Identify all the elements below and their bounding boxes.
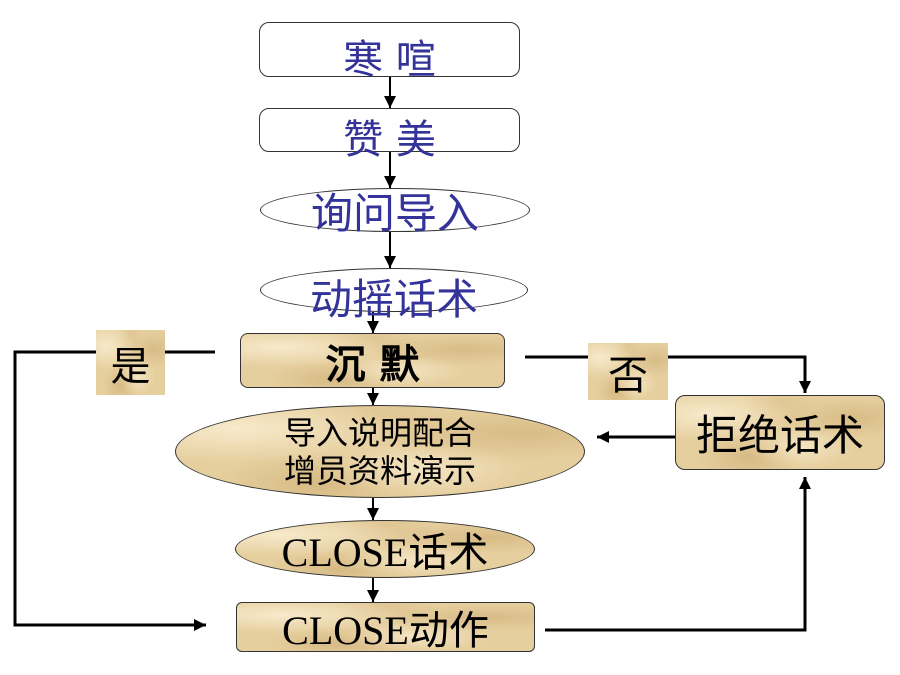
node-label: 赞 美 xyxy=(343,117,436,163)
flow-node-persuasion: 动摇话术 xyxy=(260,268,528,324)
flow-node-presentation: 导入说明配合 增员资料演示 xyxy=(175,405,585,498)
node-label: 询问导入 xyxy=(310,188,479,238)
node-label-line-1: 导入说明配合 xyxy=(283,413,476,452)
node-label: CLOSE动作 xyxy=(282,608,489,653)
branch-label-no: 否 xyxy=(588,343,668,400)
node-label: 拒绝话术 xyxy=(695,411,864,460)
arrow-close-action-to-rejection xyxy=(545,477,811,632)
node-label-line-2: 增员资料演示 xyxy=(283,451,476,490)
branch-label-text: 是 xyxy=(110,343,151,390)
node-label: CLOSE话术 xyxy=(281,530,489,575)
flow-node-praise: 赞 美 xyxy=(259,108,520,163)
node-label: 寒 喧 xyxy=(343,36,436,83)
flow-node-silence: 沉 默 xyxy=(240,333,505,388)
node-label: 动摇话术 xyxy=(309,274,478,324)
branch-label-text: 否 xyxy=(608,352,648,399)
flow-node-rejection: 拒绝话术 xyxy=(675,395,885,470)
flow-node-inquiry: 询问导入 xyxy=(260,188,530,238)
node-label: 沉 默 xyxy=(325,341,420,388)
branch-label-yes: 是 xyxy=(96,330,165,395)
flow-node-close-script: CLOSE话术 xyxy=(235,520,535,578)
flow-node-close-action: CLOSE动作 xyxy=(236,602,535,653)
flow-node-greeting: 寒 喧 xyxy=(259,22,520,83)
